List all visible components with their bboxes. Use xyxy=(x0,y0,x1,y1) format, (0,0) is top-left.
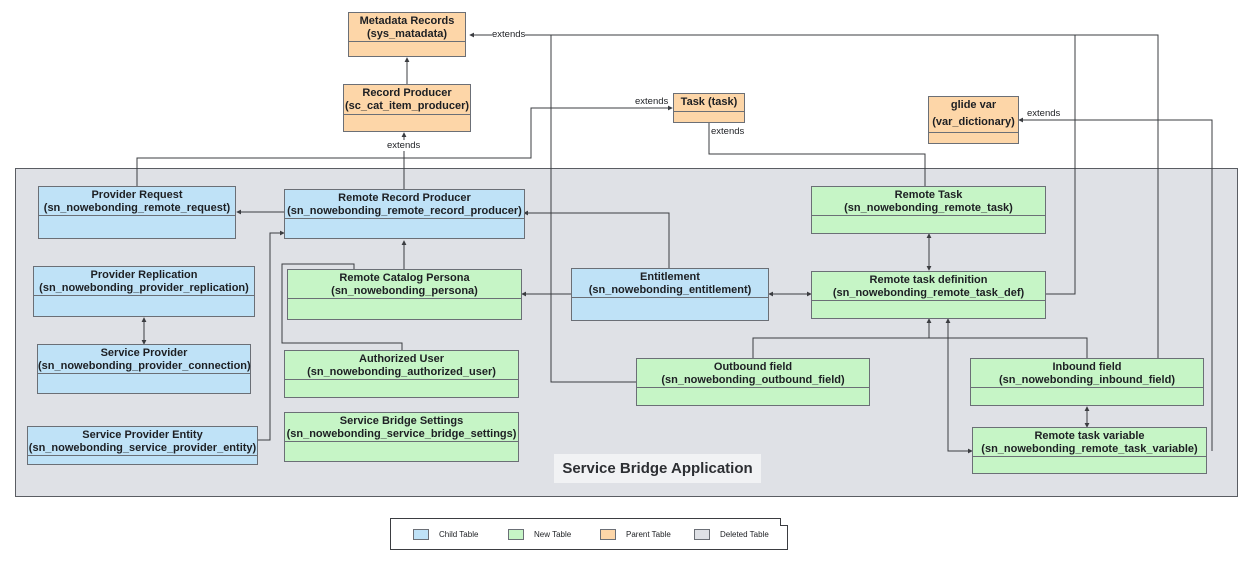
table-name: Service Provider xyxy=(100,347,188,359)
table-record-producer[interactable]: Record Producer(sc_cat_item_producer) xyxy=(343,84,471,132)
table-remote-record-producer[interactable]: Remote Record Producer(sn_nowebonding_re… xyxy=(284,189,525,239)
table-name: Provider Request xyxy=(91,189,183,201)
table-service-provider-entity[interactable]: Service Provider Entity(sn_nowebonding_s… xyxy=(27,426,258,465)
legend-label: Child Table xyxy=(439,530,479,539)
table-name: Outbound field xyxy=(713,361,793,373)
table-outbound-field[interactable]: Outbound field(sn_nowebonding_outbound_f… xyxy=(636,358,870,406)
table-id: (sn_nowebonding_remote_record_producer) xyxy=(287,205,522,217)
link-metadata-extends xyxy=(469,32,1159,358)
legend-item-deleted: Deleted Table xyxy=(694,529,769,540)
edge-label-extends: extends xyxy=(635,96,669,107)
table-name: Provider Replication xyxy=(90,269,198,281)
legend-swatch xyxy=(694,529,710,540)
table-id: (sn_nowebonding_remote_request) xyxy=(43,202,231,214)
legend: Child Table New Table Parent Table Delet… xyxy=(390,518,788,550)
table-name: Remote task variable xyxy=(1034,430,1145,442)
link-entity-rrp xyxy=(258,230,285,441)
legend-label: New Table xyxy=(534,530,572,539)
link-rrp-entitlement xyxy=(523,210,670,268)
edge-label-extends: extends xyxy=(1027,108,1061,119)
legend-fold-corner xyxy=(780,518,788,526)
table-id: (sn_nowebonding_entitlement) xyxy=(588,284,752,296)
table-entitlement[interactable]: Entitlement(sn_nowebonding_entitlement) xyxy=(571,268,769,321)
table-id: (sn_nowebonding_remote_task) xyxy=(844,202,1013,214)
table-inbound-field[interactable]: Inbound field(sn_nowebonding_inbound_fie… xyxy=(970,358,1204,406)
table-name: Metadata Records xyxy=(359,15,455,27)
table-id: (sn_nowebonding_provider_connection) xyxy=(38,360,251,372)
table-id: (sn_nowebonding_remote_task_variable) xyxy=(981,443,1198,455)
table-id: (sn_nowebonding_service_bridge_settings) xyxy=(286,428,517,440)
table-id: (sc_cat_item_producer) xyxy=(344,100,470,112)
legend-item-parent: Parent Table xyxy=(600,529,671,540)
table-name: Task (task) xyxy=(680,96,738,108)
table-service-provider[interactable]: Service Provider(sn_nowebonding_provider… xyxy=(37,344,251,394)
legend-item-child: Child Table xyxy=(413,529,478,540)
table-name: Remote Catalog Persona xyxy=(339,272,470,284)
table-id: (sn_nowebonding_authorized_user) xyxy=(307,366,496,378)
table-name: Service Bridge Settings xyxy=(339,415,464,427)
legend-swatch xyxy=(413,529,429,540)
link-task-remote-task xyxy=(708,123,926,186)
table-id: (sn_nowebonding_outbound_field) xyxy=(661,374,845,386)
table-metadata-records[interactable]: Metadata Records(sys_matadata) xyxy=(348,12,466,57)
table-id: (sn_nowebonding_service_provider_entity) xyxy=(28,442,257,454)
link-def-outbound-inbound xyxy=(752,337,1088,358)
link-remote-task-def-metadata xyxy=(1046,35,1076,295)
table-remote-catalog-persona[interactable]: Remote Catalog Persona(sn_nowebonding_pe… xyxy=(287,269,522,320)
table-name: Remote Task xyxy=(894,189,963,201)
legend-item-new: New Table xyxy=(508,529,571,540)
link-glide-var-variable xyxy=(1018,117,1213,451)
table-service-bridge-settings[interactable]: Service Bridge Settings(sn_nowebonding_s… xyxy=(284,412,519,462)
edge-label-extends: extends xyxy=(387,140,421,151)
table-name: glide var xyxy=(950,99,997,111)
edge-label-extends: extends xyxy=(711,126,745,137)
table-name: Service Provider Entity xyxy=(82,429,203,441)
table-remote-task[interactable]: Remote Task(sn_nowebonding_remote_task) xyxy=(811,186,1046,234)
table-name: Entitlement xyxy=(640,271,700,283)
link-authorized-user-persona xyxy=(281,263,403,350)
table-id: (var_dictionary) xyxy=(932,116,1015,128)
table-id: (sn_nowebonding_provider_replication) xyxy=(39,282,249,294)
table-provider-replication[interactable]: Provider Replication(sn_nowebonding_prov… xyxy=(33,266,255,317)
table-glide-var[interactable]: glide var (var_dictionary) xyxy=(928,96,1019,144)
table-name: Remote Record Producer xyxy=(338,192,471,204)
link-def-variable xyxy=(945,318,973,454)
table-name: Inbound field xyxy=(1052,361,1122,373)
legend-swatch xyxy=(508,529,524,540)
table-remote-task-definition[interactable]: Remote task definition(sn_nowebonding_re… xyxy=(811,271,1046,319)
table-remote-task-variable[interactable]: Remote task variable(sn_nowebonding_remo… xyxy=(972,427,1207,474)
legend-label: Deleted Table xyxy=(720,530,769,539)
link-provider-request-task xyxy=(136,105,673,186)
table-id: (sn_nowebonding_remote_task_def) xyxy=(832,287,1025,299)
table-id: (sys_matadata) xyxy=(366,28,448,40)
table-id: (sn_nowebonding_persona) xyxy=(331,285,478,297)
legend-label: Parent Table xyxy=(626,530,671,539)
application-title: Service Bridge Application xyxy=(554,454,761,483)
table-provider-request[interactable]: Provider Request(sn_nowebonding_remote_r… xyxy=(38,186,236,239)
link-outbound-metadata xyxy=(550,35,636,383)
table-name: Remote task definition xyxy=(869,274,988,286)
table-name: Authorized User xyxy=(359,353,444,365)
table-name: Record Producer xyxy=(362,87,452,99)
edge-label-extends: extends xyxy=(492,29,526,40)
table-task[interactable]: Task (task) xyxy=(673,93,745,123)
table-id: (sn_nowebonding_inbound_field) xyxy=(999,374,1175,386)
table-authorized-user[interactable]: Authorized User(sn_nowebonding_authorize… xyxy=(284,350,519,398)
legend-swatch xyxy=(600,529,616,540)
